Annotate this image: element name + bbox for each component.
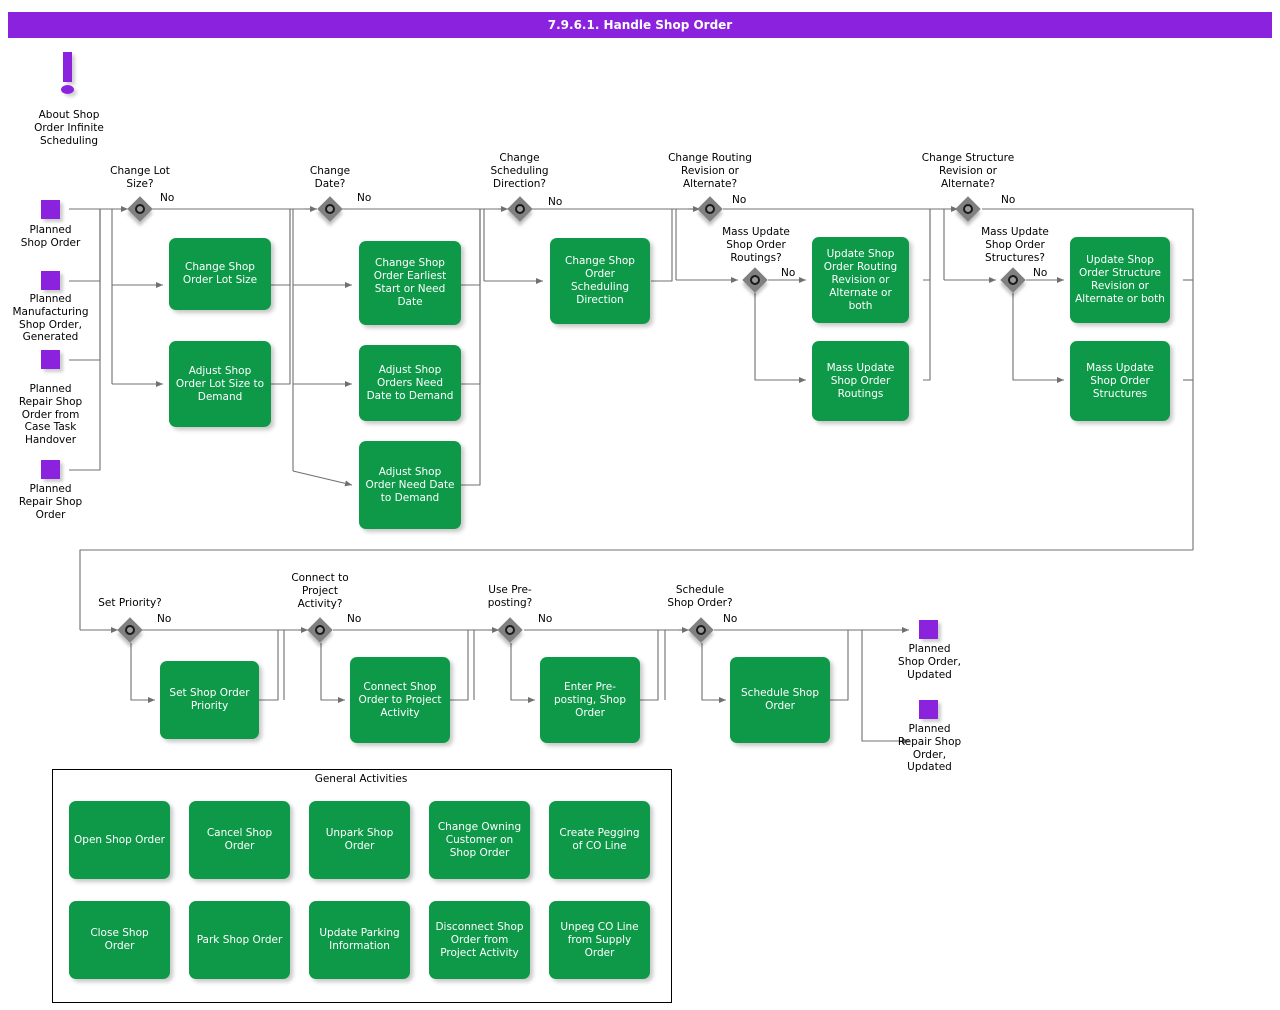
diamond-ring-icon: [315, 625, 325, 635]
activity-unpark-shop-order[interactable]: Unpark Shop Order: [309, 801, 410, 879]
decision-change-lot-size[interactable]: [127, 196, 153, 222]
branch-label-use-pre-posting-no: No: [538, 613, 553, 625]
decision-use-pre-posting[interactable]: [497, 617, 523, 643]
decision-label-change-date: Change Date?: [309, 165, 351, 190]
diamond-ring-icon: [505, 625, 515, 635]
activity-update-shop-order-routing-revision-or-alternate-or-both[interactable]: Update Shop Order Routing Revision or Al…: [812, 237, 909, 323]
decision-label-change-structure-revision-or-alternate: Change Structure Revision or Alternate?: [921, 152, 1015, 190]
activity-disconnect-shop-order-from-project-activity[interactable]: Disconnect Shop Order from Project Activ…: [429, 901, 530, 979]
activity-adjust-shop-order-lot-size-to-demand[interactable]: Adjust Shop Order Lot Size to Demand: [169, 341, 271, 427]
activity-update-shop-order-structure-revision-or-alternate-or-both[interactable]: Update Shop Order Structure Revision or …: [1070, 237, 1170, 323]
branch-label-mass-update-routings-no: No: [781, 267, 796, 279]
diamond-ring-icon: [696, 625, 706, 635]
activity-create-pegging-of-co-line[interactable]: Create Pegging of CO Line: [549, 801, 650, 879]
branch-label-change-date-no: No: [357, 192, 372, 204]
start-node-planned-repair-shop-order[interactable]: [41, 460, 60, 479]
activity-connect-shop-order-to-project-activity[interactable]: Connect Shop Order to Project Activity: [350, 657, 450, 743]
diamond-ring-icon: [750, 275, 760, 285]
general-activities-title: General Activities: [314, 773, 408, 785]
start-node-planned-manufacturing-shop-order-generated[interactable]: [41, 271, 60, 290]
diamond-ring-icon: [515, 204, 525, 214]
diamond-ring-icon: [705, 204, 715, 214]
activity-schedule-shop-order[interactable]: Schedule Shop Order: [730, 657, 830, 743]
activity-change-shop-order-earliest-start-or-need-date[interactable]: Change Shop Order Earliest Start or Need…: [359, 241, 461, 325]
decision-change-structure-revision-or-alternate[interactable]: [955, 196, 981, 222]
decision-label-schedule-shop-order: Schedule Shop Order?: [667, 584, 733, 609]
decision-change-scheduling-direction[interactable]: [507, 196, 533, 222]
activity-change-shop-order-scheduling-direction[interactable]: Change Shop Order Scheduling Direction: [550, 238, 650, 324]
decision-change-date[interactable]: [317, 196, 343, 222]
end-node-planned-repair-shop-order-updated[interactable]: [919, 700, 938, 719]
activity-unpeg-co-line-from-supply-order[interactable]: Unpeg CO Line from Supply Order: [549, 901, 650, 979]
branch-label-set-priority-no: No: [157, 613, 172, 625]
activity-adjust-shop-order-need-date-to-demand[interactable]: Adjust Shop Order Need Date to Demand: [359, 441, 461, 529]
start-label-planned-repair-shop-order: Planned Repair Shop Order: [18, 483, 83, 521]
activity-open-shop-order[interactable]: Open Shop Order: [69, 801, 170, 879]
decision-connect-to-project-activity[interactable]: [307, 617, 333, 643]
branch-label-mass-update-structures-no: No: [1033, 267, 1048, 279]
start-node-planned-repair-shop-order-from-case-task-handover[interactable]: [41, 350, 60, 369]
activity-park-shop-order[interactable]: Park Shop Order: [189, 901, 290, 979]
activity-mass-update-shop-order-structures[interactable]: Mass Update Shop Order Structures: [1070, 341, 1170, 421]
decision-label-mass-update-shop-order-routings: Mass Update Shop Order Routings?: [722, 226, 790, 264]
branch-label-change-lot-size-no: No: [160, 192, 175, 204]
decision-label-change-scheduling-direction: Change Scheduling Direction?: [490, 152, 549, 190]
exclamation-dot: [61, 85, 74, 94]
decision-label-mass-update-shop-order-structures: Mass Update Shop Order Structures?: [981, 226, 1049, 264]
exclamation-bar: [63, 52, 72, 82]
start-label-planned-shop-order: Planned Shop Order: [20, 224, 81, 249]
activity-close-shop-order[interactable]: Close Shop Order: [69, 901, 170, 979]
diamond-ring-icon: [1008, 275, 1018, 285]
diamond-ring-icon: [963, 204, 973, 214]
end-label-planned-repair-shop-order-updated: Planned Repair Shop Order, Updated: [897, 723, 962, 774]
activity-enter-pre-posting-shop-order[interactable]: Enter Pre-posting, Shop Order: [540, 657, 640, 743]
activity-cancel-shop-order[interactable]: Cancel Shop Order: [189, 801, 290, 879]
end-node-planned-shop-order-updated[interactable]: [919, 620, 938, 639]
decision-change-routing-revision-or-alternate[interactable]: [697, 196, 723, 222]
start-node-planned-shop-order[interactable]: [41, 200, 60, 219]
diamond-ring-icon: [325, 204, 335, 214]
activity-mass-update-shop-order-routings[interactable]: Mass Update Shop Order Routings: [812, 341, 909, 421]
decision-set-priority[interactable]: [117, 617, 143, 643]
page-title: 7.9.6.1. Handle Shop Order: [8, 12, 1272, 38]
branch-label-connect-project-no: No: [347, 613, 362, 625]
branch-label-change-routing-no: No: [732, 194, 747, 206]
branch-label-change-scheduling-direction-no: No: [548, 196, 563, 208]
activity-set-shop-order-priority[interactable]: Set Shop Order Priority: [160, 661, 259, 739]
decision-schedule-shop-order[interactable]: [688, 617, 714, 643]
about-shop-order-infinite-scheduling-label: About Shop Order Infinite Scheduling: [34, 109, 104, 147]
decision-mass-update-shop-order-structures[interactable]: [1000, 267, 1026, 293]
decision-label-change-routing-revision-or-alternate: Change Routing Revision or Alternate?: [668, 152, 752, 190]
exclamation-icon: [56, 52, 80, 96]
diamond-ring-icon: [135, 204, 145, 214]
decision-label-connect-to-project-activity: Connect to Project Activity?: [291, 572, 349, 610]
end-label-planned-shop-order-updated: Planned Shop Order, Updated: [898, 643, 961, 681]
activity-change-owning-customer-on-shop-order[interactable]: Change Owning Customer on Shop Order: [429, 801, 530, 879]
start-label-planned-manufacturing-shop-order-generated: Planned Manufacturing Shop Order, Genera…: [12, 293, 89, 344]
branch-label-schedule-shop-order-no: No: [723, 613, 738, 625]
activity-update-parking-information[interactable]: Update Parking Information: [309, 901, 410, 979]
decision-mass-update-shop-order-routings[interactable]: [742, 267, 768, 293]
start-label-planned-repair-shop-order-from-case-task-handover: Planned Repair Shop Order from Case Task…: [18, 383, 83, 447]
activity-change-shop-order-lot-size[interactable]: Change Shop Order Lot Size: [169, 238, 271, 310]
branch-label-change-structure-no: No: [1001, 194, 1016, 206]
decision-label-set-priority: Set Priority?: [98, 597, 162, 609]
diamond-ring-icon: [125, 625, 135, 635]
decision-label-change-lot-size: Change Lot Size?: [110, 165, 170, 190]
decision-label-use-pre-posting: Use Pre- posting?: [487, 584, 533, 609]
activity-adjust-shop-orders-need-date-to-demand[interactable]: Adjust Shop Orders Need Date to Demand: [359, 345, 461, 421]
